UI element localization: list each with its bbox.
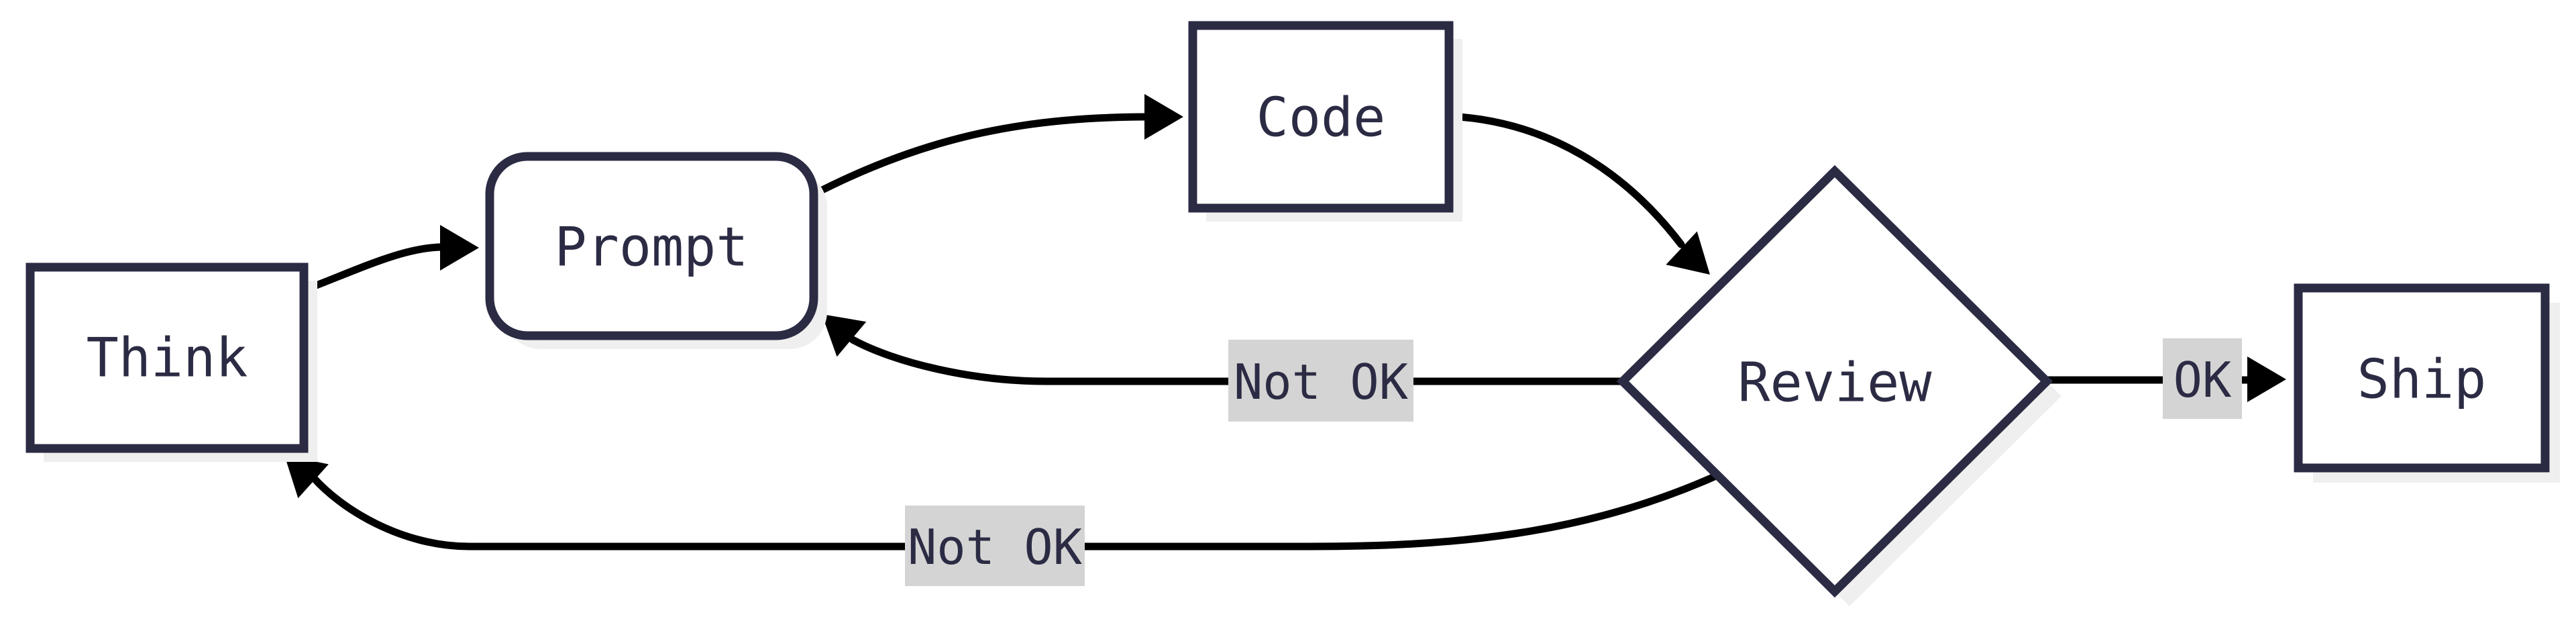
edge-review-prompt (849, 336, 1628, 385)
edge-label-ok: OK (2163, 338, 2242, 419)
arrowhead-into-prompt-corner (822, 314, 867, 357)
edges-layer (284, 94, 2286, 551)
edge-review-think (309, 471, 1721, 551)
prompt-label: Prompt (555, 216, 749, 279)
review-diamond (1616, 164, 2053, 598)
node-code: Code (1188, 21, 1462, 222)
arrowhead-into-think-corner (284, 455, 329, 499)
ship-box (2294, 283, 2550, 473)
ship-label: Ship (2357, 348, 2487, 411)
ok-text: OK (2174, 352, 2232, 408)
review-label: Review (1738, 352, 1933, 414)
arrowhead-into-prompt-left (440, 225, 479, 271)
ok-bg (2163, 338, 2242, 419)
arrowhead-into-review-top (1666, 231, 1710, 275)
not-ok-bottom-bg (905, 506, 1085, 586)
not-ok-bottom-text: Not OK (908, 519, 1083, 575)
not-ok-middle-text: Not OK (1234, 354, 1409, 410)
edge-prompt-code (809, 113, 1150, 199)
node-review: Review (1616, 164, 2061, 606)
arrowhead-into-ship-left (2247, 356, 2286, 402)
think-box (25, 262, 309, 453)
arrowhead-into-code-left (1144, 94, 1183, 140)
edge-labels-layer: Not OK Not OK OK (905, 338, 2242, 586)
prompt-box (485, 152, 818, 340)
node-prompt: Prompt (485, 152, 827, 349)
not-ok-middle-bg (1228, 340, 1413, 422)
code-box (1188, 21, 1454, 213)
edge-think-prompt (302, 243, 445, 293)
think-label: Think (87, 327, 248, 389)
node-think: Think (25, 262, 317, 462)
edge-label-not-ok-bottom: Not OK (905, 506, 1085, 586)
node-ship: Ship (2294, 283, 2560, 483)
edge-label-not-ok-middle: Not OK (1228, 340, 1413, 422)
code-label: Code (1256, 87, 1386, 149)
edge-code-review (1444, 112, 1685, 248)
